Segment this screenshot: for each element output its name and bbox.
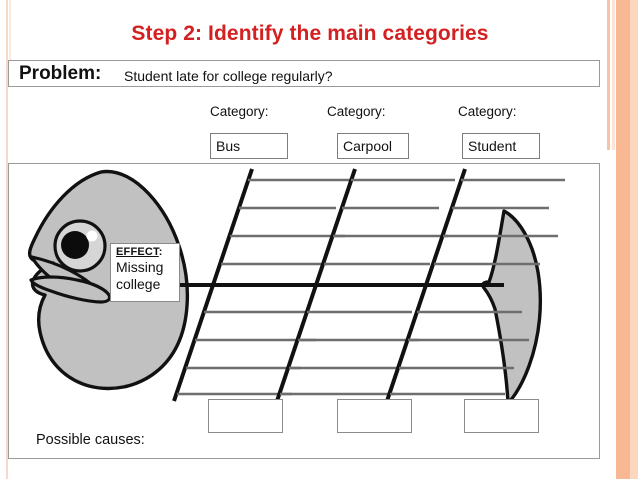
fish-tail-icon bbox=[481, 209, 543, 404]
right-edge-band-main bbox=[616, 0, 630, 479]
problem-label: Problem: bbox=[19, 63, 102, 84]
category-rib-2 bbox=[275, 168, 455, 402]
problem-statement: Student late for college regularly? bbox=[124, 68, 333, 84]
possible-causes-label: Possible causes: bbox=[36, 432, 145, 448]
left-edge-band bbox=[6, 0, 8, 479]
category-box-student[interactable]: Student bbox=[462, 133, 540, 159]
category-label-1: Category: bbox=[210, 104, 269, 119]
category-box-carpool[interactable]: Carpool bbox=[337, 133, 409, 159]
category-label-3: Category: bbox=[458, 104, 517, 119]
effect-box[interactable]: EFFECT: Missing college bbox=[110, 243, 180, 302]
effect-line-2: college bbox=[116, 276, 161, 292]
cause-box-1[interactable] bbox=[208, 399, 283, 433]
slide-title: Step 2: Identify the main categories bbox=[131, 22, 489, 45]
cause-box-3[interactable] bbox=[464, 399, 539, 433]
effect-heading: EFFECT: bbox=[116, 246, 179, 259]
effect-heading-text: EFFECT bbox=[116, 246, 159, 258]
category-label-2: Category: bbox=[327, 104, 386, 119]
cause-box-2[interactable] bbox=[337, 399, 412, 433]
category-box-bus[interactable]: Bus bbox=[210, 133, 288, 159]
category-rib-1 bbox=[172, 168, 352, 402]
problem-bar: Problem: Student late for college regula… bbox=[8, 60, 600, 87]
left-edge-band-inner bbox=[9, 0, 11, 62]
fishbone-svg bbox=[27, 168, 565, 404]
category-rib-3 bbox=[385, 168, 565, 402]
fish-head-icon bbox=[27, 169, 190, 391]
right-edge-band-gap bbox=[612, 0, 615, 150]
right-edge-band-soft bbox=[630, 0, 638, 479]
effect-line-1: Missing bbox=[116, 259, 164, 275]
effect-heading-suffix: : bbox=[158, 246, 163, 258]
fish-eye-icon bbox=[53, 219, 107, 273]
right-edge-band-thin bbox=[607, 0, 610, 150]
